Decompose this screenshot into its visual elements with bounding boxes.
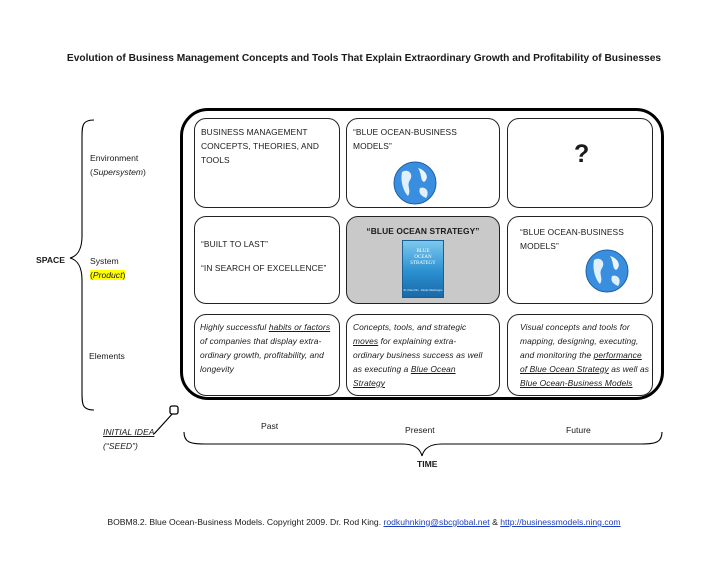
outer-frame: [180, 108, 664, 400]
seed-arrow: [153, 405, 179, 435]
cell-elements-present-text: Concepts, tools, and strategic moves for…: [353, 322, 483, 388]
blue-ocean-strategy-text: “BLUE OCEAN STRATEGY”: [366, 226, 480, 236]
built-to-last-text: “BUILT TO LAST”: [201, 239, 268, 249]
row-label-environment: Environment (Supersystem): [90, 153, 146, 177]
time-past-label: Past: [261, 421, 279, 431]
cell-elements-past: [194, 314, 340, 396]
globe-icon: [393, 161, 437, 205]
time-label: TIME: [417, 459, 438, 469]
page-title: Evolution of Business Management Concept…: [66, 53, 662, 64]
cell-system-future: [507, 216, 653, 304]
cell-elements-future: [507, 314, 653, 396]
space-brace: [69, 119, 95, 411]
email-link[interactable]: rodkuhnking@sbcglobal.net: [383, 517, 490, 527]
cell-elements-future-text: Visual concepts and tools for mapping, d…: [520, 322, 649, 388]
unknown-future-mark: ?: [574, 140, 590, 168]
cell-environment-past: [194, 118, 340, 208]
cell-elements-past-text: Highly successful habits or factors of c…: [200, 322, 331, 374]
cell-elements-present: [346, 314, 500, 396]
initial-idea-label: INITIAL IDEA (“SEED”): [103, 427, 155, 451]
cell-environment-future: [507, 118, 653, 208]
footer: BOBM8.2. Blue Ocean-Business Models. Cop…: [107, 517, 621, 527]
row-label-elements: Elements: [89, 351, 125, 361]
globe-icon: [585, 249, 629, 293]
website-link[interactable]: http://businessmodels.ning.com: [500, 517, 621, 527]
time-future-label: Future: [566, 425, 591, 435]
time-present-label: Present: [405, 425, 435, 435]
space-label: SPACE: [36, 255, 65, 265]
cell-system-past: [194, 216, 340, 304]
row-label-system: System (Product): [90, 256, 126, 280]
in-search-of-excellence-text: “IN SEARCH OF EXCELLENCE”: [201, 263, 327, 273]
time-brace: [183, 431, 663, 457]
